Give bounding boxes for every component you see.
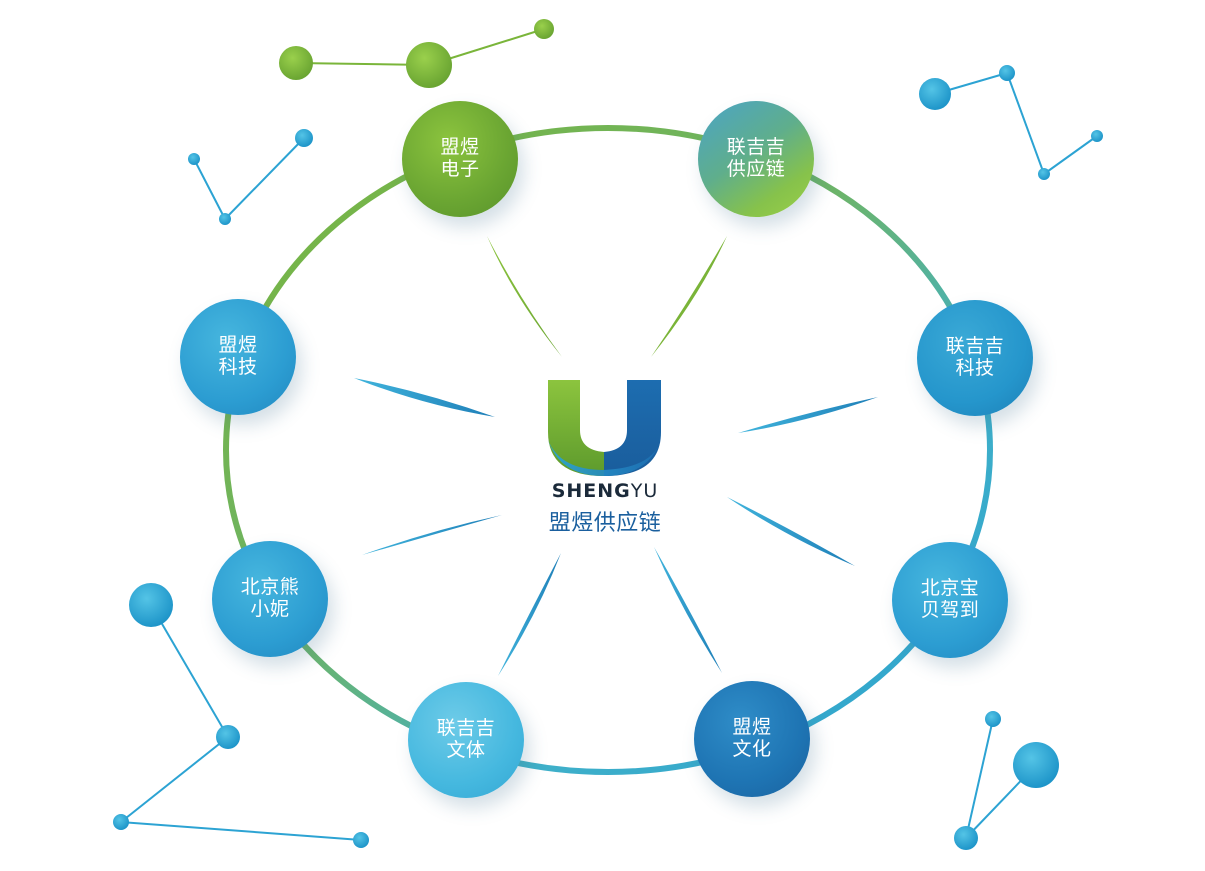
- node-label-line2: 文化: [732, 739, 772, 760]
- node-lianjiji-wenti: 联吉吉 文体: [408, 682, 524, 798]
- node-lianjiji-gongyinglian: 联吉吉 供应链: [698, 101, 814, 217]
- spoke-top-left: [487, 236, 562, 357]
- molecule-bottom-right: [954, 711, 1059, 850]
- node-label-line1: 联吉吉: [945, 336, 1005, 357]
- brand-chinese: 盟煜供应链: [548, 510, 662, 535]
- node-label-line1: 北京熊: [240, 577, 300, 598]
- brand-english: SHENGYU: [551, 480, 659, 502]
- node-beijing-xiongxiaoni: 北京熊 小妮: [212, 541, 328, 657]
- node-label-line2: 科技: [218, 357, 258, 378]
- spoke-right-upper: [738, 397, 878, 433]
- shengyu-logo-mark: [548, 380, 661, 476]
- spokes: [354, 236, 878, 676]
- spoke-left-upper: [354, 378, 495, 417]
- node-label-line2: 电子: [440, 159, 480, 180]
- spoke-right-lower: [727, 497, 855, 566]
- molecule-top-right: [919, 65, 1103, 180]
- connection-ring: [223, 125, 993, 775]
- node-label-line1: 联吉吉: [436, 718, 496, 739]
- node-label-line1: 联吉吉: [726, 137, 786, 158]
- node-beijing-baobei-jiadao: 北京宝 贝驾到: [892, 542, 1008, 658]
- node-label-line1: 盟煜: [218, 335, 258, 356]
- molecule-top-left: [188, 129, 313, 225]
- node-label-line1: 盟煜: [732, 717, 772, 738]
- node-label-line2: 贝驾到: [920, 600, 980, 621]
- node-lianjiji-keji: 联吉吉 科技: [917, 300, 1033, 416]
- spoke-left-lower: [362, 515, 502, 555]
- center-brand: SHENGYU 盟煜供应链: [540, 378, 670, 537]
- node-label-line2: 文体: [446, 740, 486, 761]
- node-mengyu-dianzi: 盟煜 电子: [402, 101, 518, 217]
- node-label-line2: 供应链: [726, 159, 786, 180]
- node-mengyu-keji: 盟煜 科技: [180, 299, 296, 415]
- node-label-line1: 北京宝: [920, 578, 980, 599]
- node-label-line2: 小妮: [250, 599, 290, 620]
- molecule-top: [279, 19, 554, 88]
- spoke-top-right: [651, 236, 727, 357]
- spoke-bottom-left: [498, 553, 561, 676]
- molecule-bottom-left: [113, 583, 369, 848]
- node-mengyu-wenhua: 盟煜 文化: [694, 681, 810, 797]
- node-label-line1: 盟煜: [440, 137, 480, 158]
- spoke-bottom-right: [654, 547, 722, 673]
- node-label-line2: 科技: [955, 358, 995, 379]
